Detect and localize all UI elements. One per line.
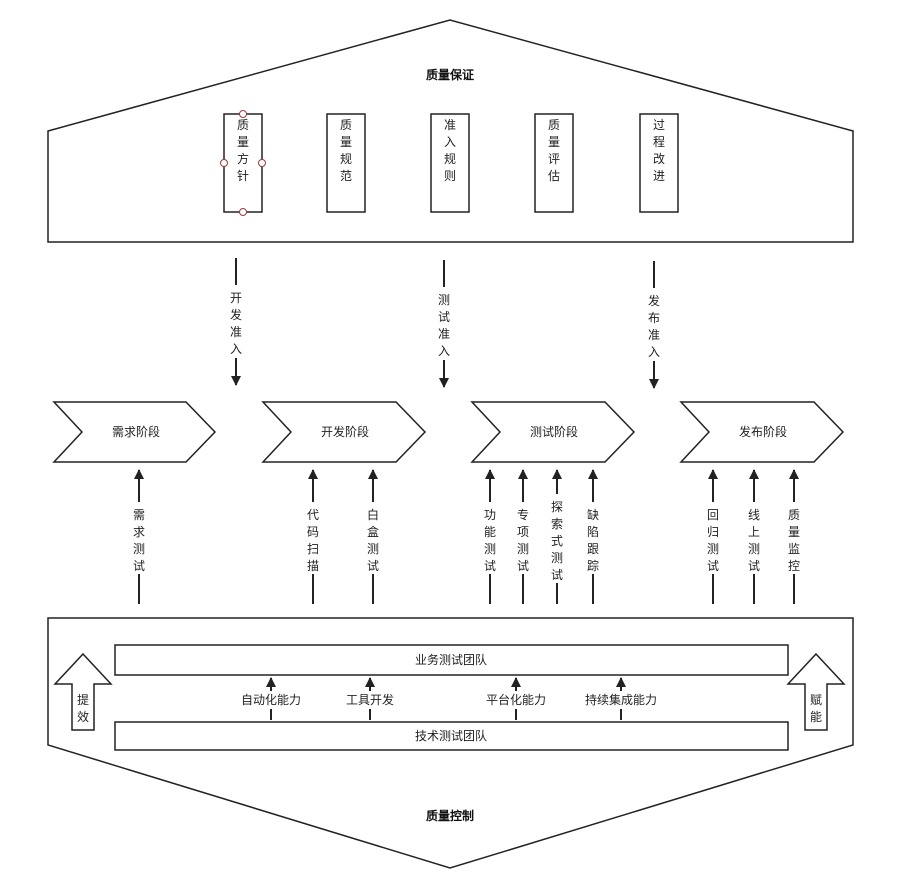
tech-test-team: 技术测试团队 <box>114 721 789 751</box>
stage-development: 开发阶段 <box>261 401 427 463</box>
capability-automation: 自动化能力 <box>236 677 306 720</box>
gate-test-admission-label: 测试准入 <box>438 293 450 358</box>
stage-testing-label: 测试阶段 <box>530 424 578 439</box>
activity-regression-test-label: 回归测试 <box>707 508 719 573</box>
activity-quality-monitoring-label: 质量监控 <box>788 508 800 573</box>
activity-online-test: 线上测试 <box>748 469 760 604</box>
stage-development-label: 开发阶段 <box>321 424 369 439</box>
tech-test-team-label: 技术测试团队 <box>415 728 487 743</box>
block-up-arrow-icon <box>786 652 846 731</box>
quality-control-section: 质量控制 业务测试团队 技术测试团队 自动化能力 工具开发 平台化能力 持 <box>47 617 854 869</box>
pillar-standards-label: 质量规范 <box>340 118 352 183</box>
capability-tool-development: 工具开发 <box>343 677 397 720</box>
activity-functional-test: 功能测试 <box>484 469 496 604</box>
gate-dev-admission-label: 开发准入 <box>230 291 242 356</box>
business-test-team: 业务测试团队 <box>114 644 789 676</box>
capability-continuous-integration: 持续集成能力 <box>577 677 665 720</box>
stage-release-label: 发布阶段 <box>739 424 787 439</box>
capability-tool-development-label: 工具开发 <box>346 692 394 707</box>
activity-special-test: 专项测试 <box>517 469 529 604</box>
activity-quality-monitoring: 质量监控 <box>788 469 800 604</box>
pillar-evaluation: 质量评估 <box>534 113 574 213</box>
empower-arrow-label: 赋能 <box>810 693 822 724</box>
pillar-admission-rules: 准入规则 <box>430 113 470 213</box>
activity-regression-test: 回归测试 <box>707 469 719 604</box>
gate-release-admission-label: 发布准入 <box>648 293 660 359</box>
capability-continuous-integration-label: 持续集成能力 <box>585 692 657 707</box>
gate-release-admission: 发布准入 <box>648 261 660 389</box>
capability-platform-label: 平台化能力 <box>486 692 546 707</box>
activity-exploratory-test-label: 探索式测试 <box>551 500 563 582</box>
activity-requirement-test-label: 需求测试 <box>133 508 145 573</box>
capability-automation-label: 自动化能力 <box>241 693 301 707</box>
pillar-process-improvement: 过程改进 <box>639 113 679 213</box>
activity-whitebox-test: 白盒测试 <box>367 469 379 604</box>
activity-online-test-label: 线上测试 <box>748 508 760 573</box>
selection-handle-top[interactable] <box>239 110 247 118</box>
stage-testing: 测试阶段 <box>470 401 636 463</box>
selection-handle-right[interactable] <box>258 159 266 167</box>
business-test-team-label: 业务测试团队 <box>415 652 487 667</box>
empower-arrow: 赋能 <box>786 652 846 731</box>
quality-control-title: 质量控制 <box>426 808 474 823</box>
stage-requirements: 需求阶段 <box>52 401 217 463</box>
activity-defect-tracking: 缺陷跟踪 <box>587 469 599 604</box>
activity-functional-test-label: 功能测试 <box>484 508 496 573</box>
capability-platform: 平台化能力 <box>481 677 551 720</box>
pillar-admission-rules-label: 准入规则 <box>444 118 456 183</box>
pillar-policy: 质量方针 <box>220 110 266 216</box>
gate-test-admission: 测试准入 <box>438 260 450 388</box>
quality-assurance-section: 质量保证 质量方针 质量规范 准入规则 质量评估 过程改进 <box>47 19 854 243</box>
efficiency-arrow-label: 提效 <box>77 692 89 724</box>
activity-special-test-label: 专项测试 <box>517 507 529 573</box>
gate-dev-admission: 开发准入 <box>230 258 242 386</box>
activity-defect-tracking-label: 缺陷跟踪 <box>587 507 599 573</box>
pillar-policy-label: 质量方针 <box>237 118 249 183</box>
pillar-process-improvement-label: 过程改进 <box>653 118 665 183</box>
activity-code-scan-label: 代码扫描 <box>307 508 319 573</box>
activity-requirement-test: 需求测试 <box>133 469 145 604</box>
pillar-standards: 质量规范 <box>326 113 366 213</box>
efficiency-arrow: 提效 <box>53 652 113 731</box>
stage-requirements-label: 需求阶段 <box>112 424 160 439</box>
activity-whitebox-test-label: 白盒测试 <box>367 507 379 573</box>
selection-handle-bottom[interactable] <box>239 208 247 216</box>
pillar-evaluation-label: 质量评估 <box>548 118 560 183</box>
quality-assurance-title: 质量保证 <box>426 67 474 82</box>
activity-exploratory-test: 探索式测试 <box>551 469 563 604</box>
selection-handle-left[interactable] <box>220 159 228 167</box>
activity-code-scan: 代码扫描 <box>307 469 319 604</box>
block-up-arrow-icon <box>53 652 113 731</box>
stage-release: 发布阶段 <box>679 401 845 463</box>
